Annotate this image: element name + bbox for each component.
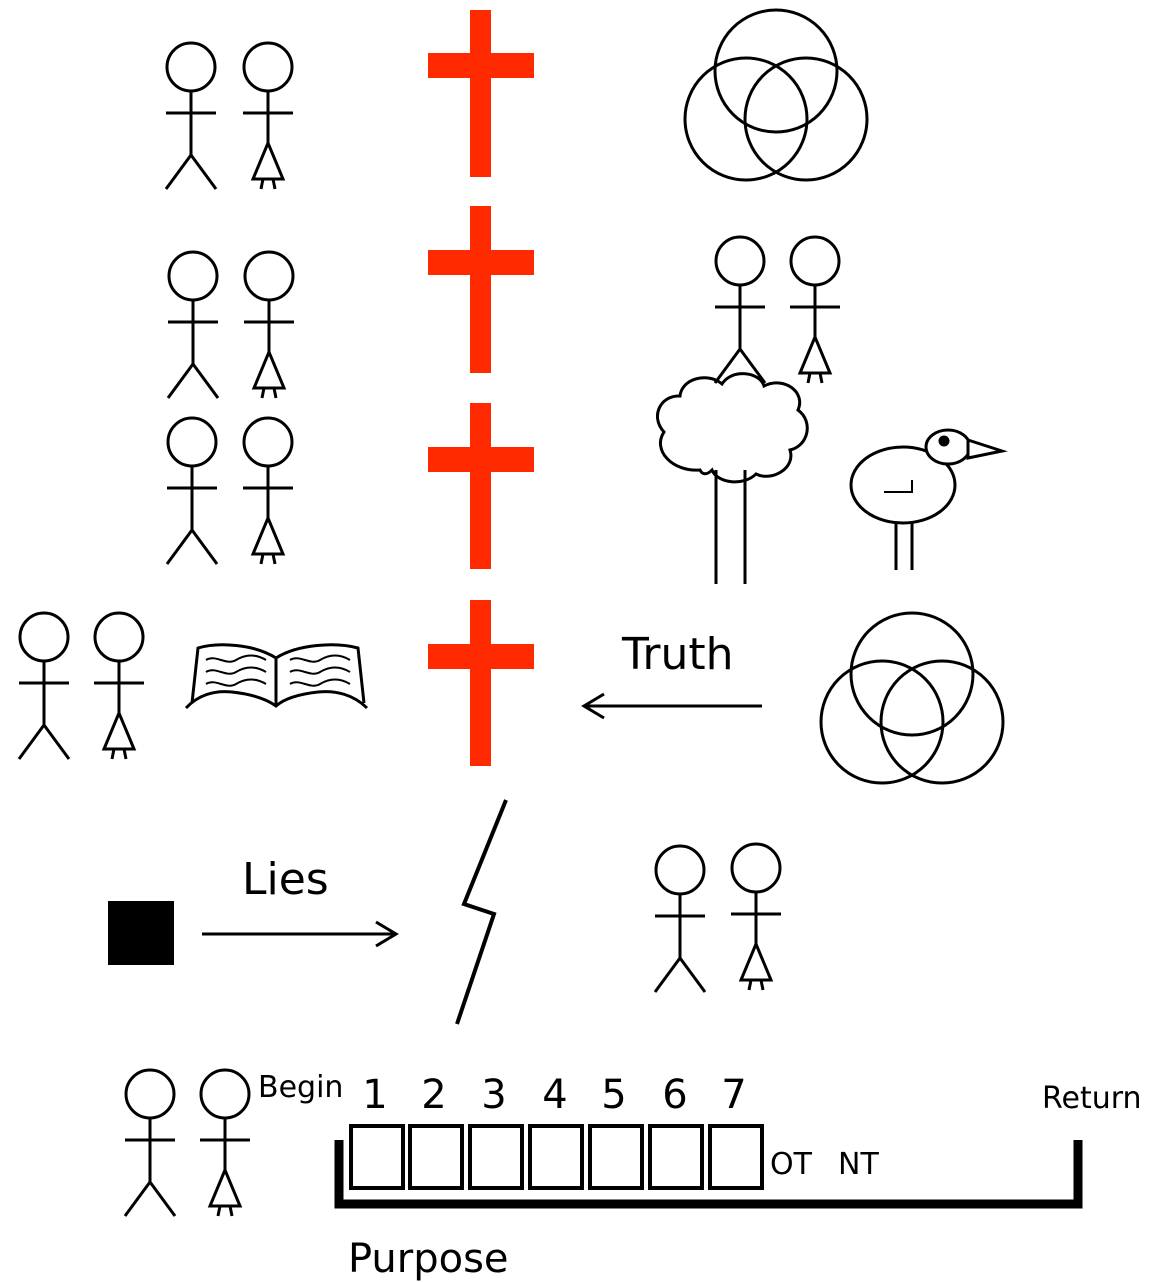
woman-figure <box>92 611 146 761</box>
man-figure <box>166 250 220 400</box>
trinity-icon <box>819 611 1005 785</box>
begin-label: Begin <box>258 1070 343 1105</box>
day-number: 3 <box>481 1072 506 1118</box>
trinity-icon <box>683 8 869 182</box>
woman-figure <box>788 235 842 385</box>
man-figure <box>164 41 218 191</box>
woman-figure <box>198 1068 252 1218</box>
day-box <box>468 1124 524 1190</box>
woman-figure <box>241 41 295 191</box>
cross-icon <box>428 403 534 569</box>
bird-icon <box>849 428 1008 570</box>
day-number: 1 <box>362 1072 387 1118</box>
day-boxes <box>349 1124 764 1190</box>
broken-line-icon <box>455 799 508 1025</box>
day-number: 6 <box>662 1072 687 1118</box>
man-figure <box>123 1068 177 1218</box>
bible-icon <box>184 643 369 710</box>
day-number: 7 <box>721 1072 746 1118</box>
ot-label: OT <box>770 1147 813 1182</box>
man-figure <box>653 844 707 994</box>
lies-arrow <box>202 920 399 948</box>
day-box <box>349 1124 405 1190</box>
day-box <box>408 1124 464 1190</box>
day-number: 5 <box>601 1072 626 1118</box>
return-label: Return <box>1042 1081 1142 1116</box>
day-box <box>648 1124 704 1190</box>
woman-figure <box>241 416 295 566</box>
tree-icon <box>655 372 809 584</box>
truth-arrow <box>581 692 762 720</box>
man-figure <box>17 611 71 761</box>
woman-figure <box>242 250 296 400</box>
black-square-icon <box>108 901 174 965</box>
nt-label: NT <box>838 1147 879 1182</box>
day-box <box>588 1124 644 1190</box>
cross-icon <box>428 600 534 766</box>
day-number: 4 <box>542 1072 567 1118</box>
day-box <box>708 1124 764 1190</box>
cross-icon <box>428 206 534 373</box>
day-number: 2 <box>421 1072 446 1118</box>
man-figure <box>165 416 219 566</box>
purpose-label: Purpose <box>348 1236 509 1282</box>
day-numbers: 1 2 3 4 5 6 7 <box>362 1072 746 1118</box>
woman-figure <box>729 842 783 992</box>
truth-label: Truth <box>621 629 734 680</box>
cross-icon <box>428 10 534 177</box>
lies-label: Lies <box>242 854 329 905</box>
day-box <box>528 1124 584 1190</box>
man-figure <box>713 235 767 385</box>
timeline-bracket <box>334 1140 1083 1209</box>
